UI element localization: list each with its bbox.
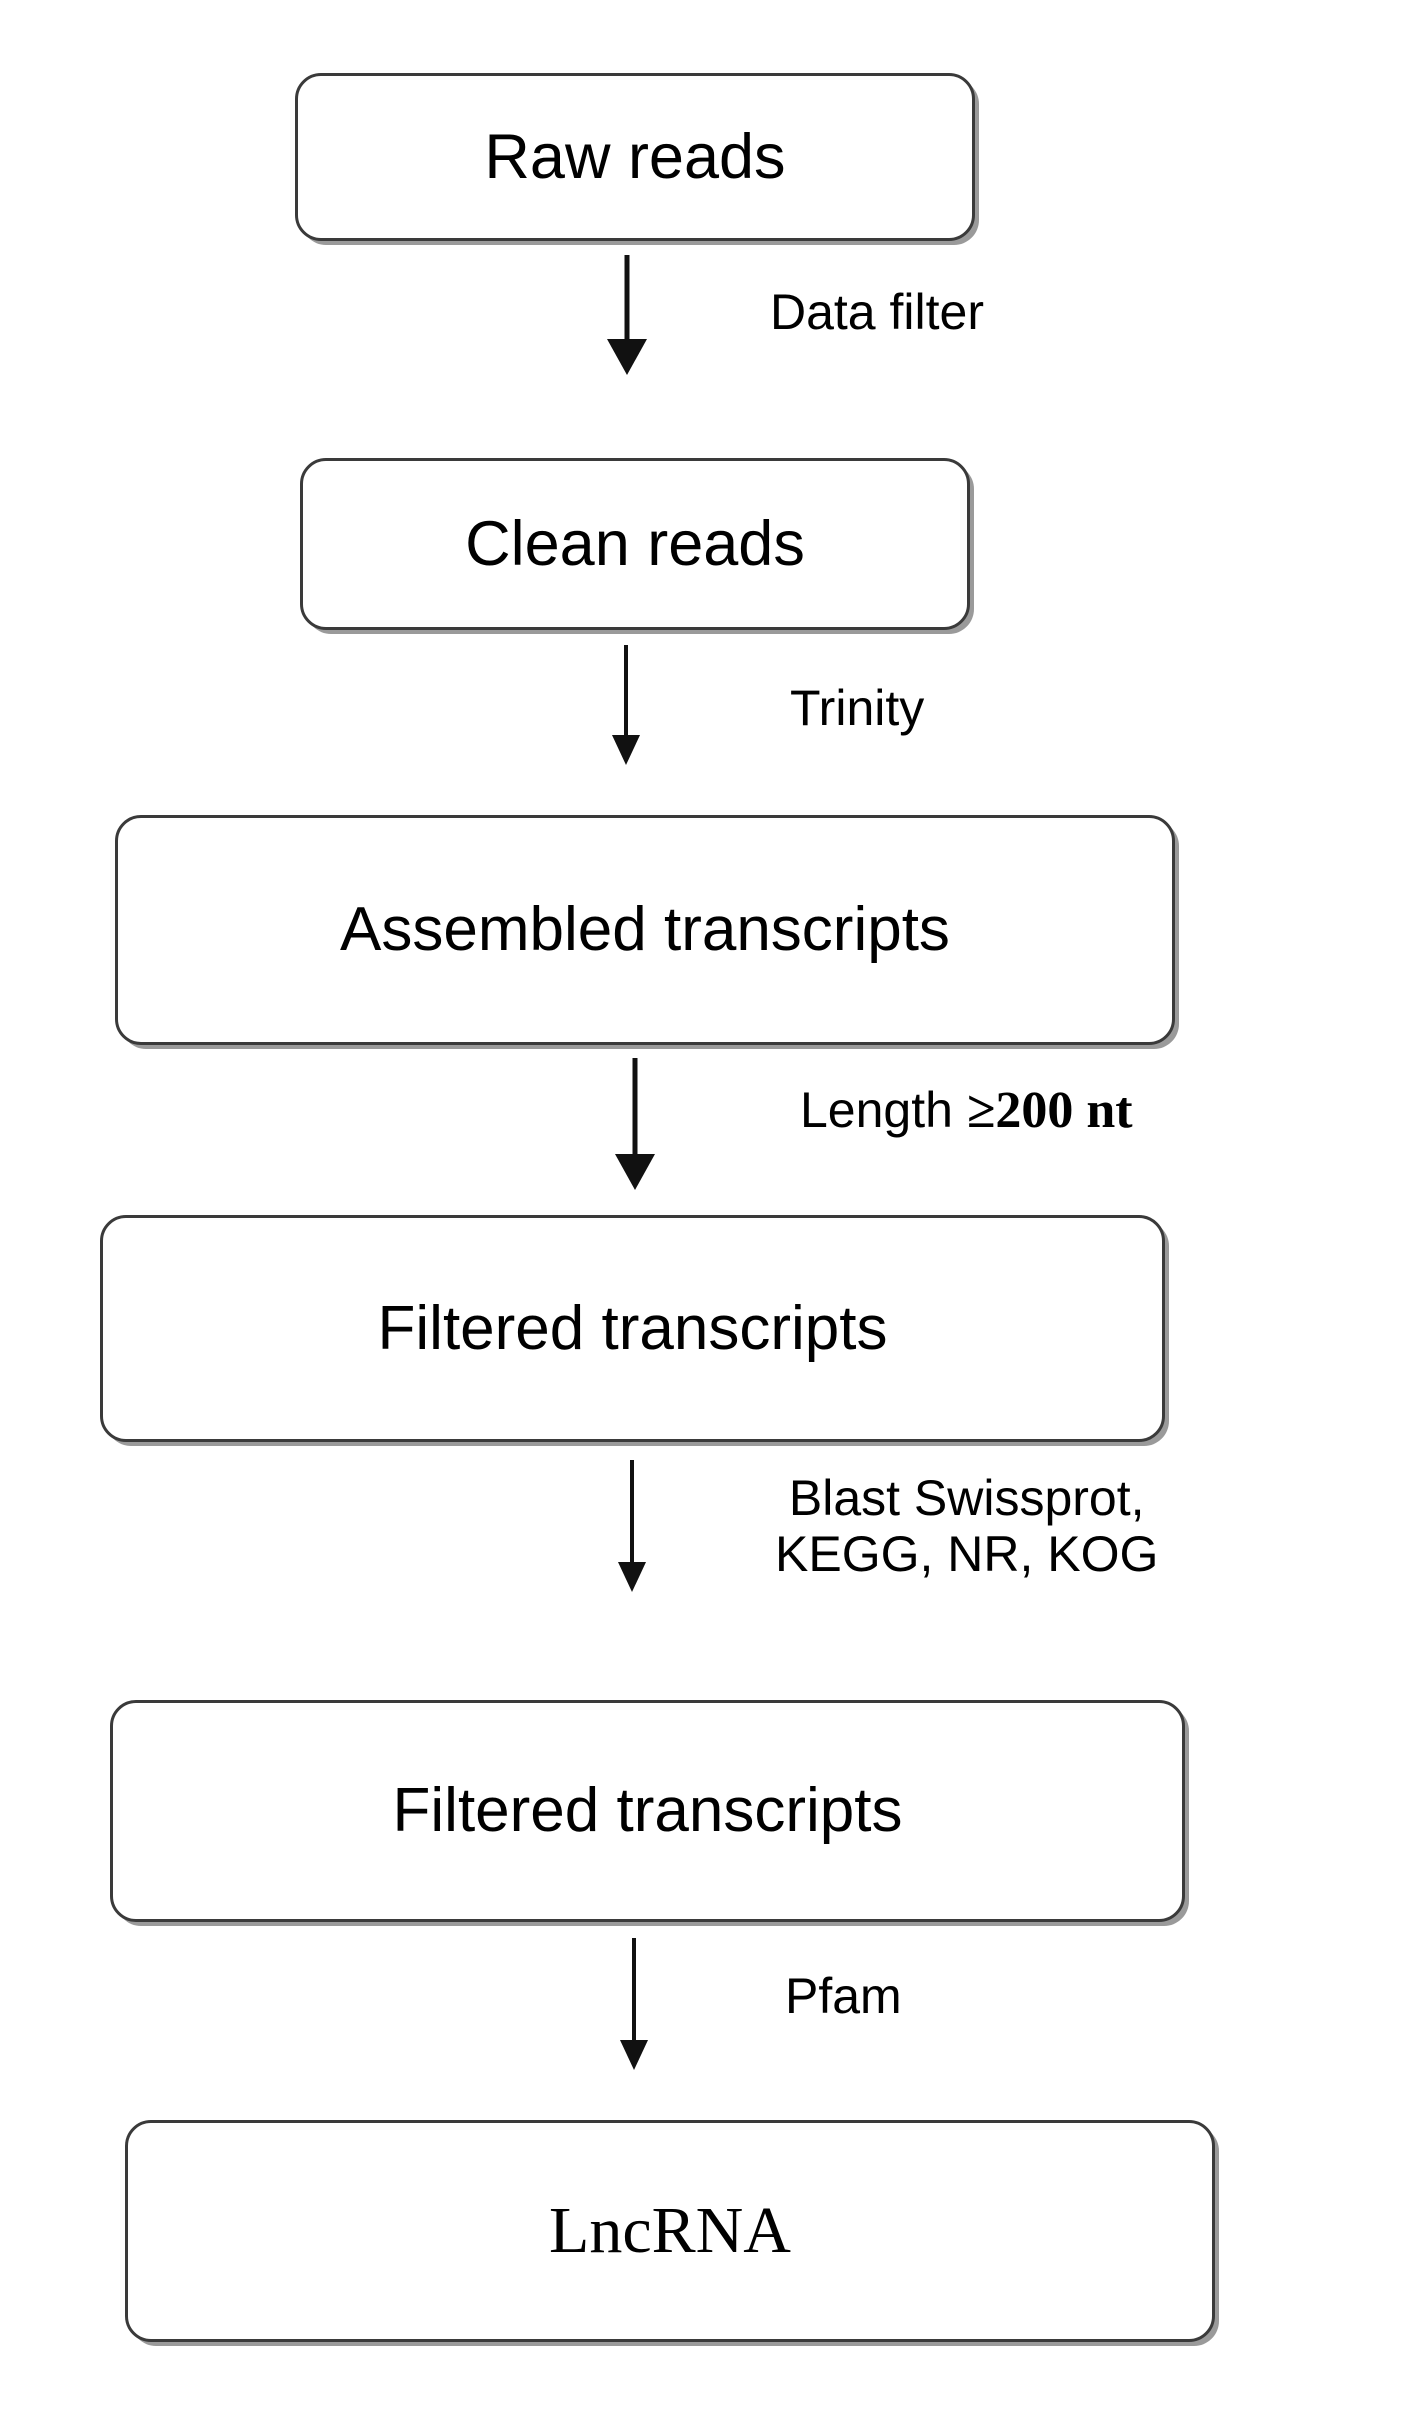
flow-node-label: Raw reads <box>484 121 786 192</box>
edge-label-length-threshold: Length ≥200 nt <box>800 1082 1133 1140</box>
flow-node-label: Filtered transcripts <box>377 1293 888 1363</box>
edge-label-blast-databases: Blast Swissprot,KEGG, NR, KOG <box>775 1470 1158 1582</box>
edge-label-pfam: Pfam <box>785 1968 902 2024</box>
arrow-head <box>615 1154 655 1190</box>
flow-node-raw-reads[interactable]: Raw reads <box>295 73 975 241</box>
edge-label-blast-line-1: Blast Swissprot, <box>788 1470 1145 1526</box>
down-arrow-icon <box>612 645 640 765</box>
flow-node-filtered-transcripts-1[interactable]: Filtered transcripts <box>100 1215 1165 1442</box>
flow-node-clean-reads[interactable]: Clean reads <box>300 458 970 630</box>
down-arrow-icon <box>620 1938 648 2070</box>
edge-label-blast-line-2: KEGG, NR, KOG <box>775 1526 1159 1582</box>
flow-node-assembled-transcripts[interactable]: Assembled transcripts <box>115 815 1175 1045</box>
arrow-shaft <box>632 1058 638 1154</box>
arrow-head <box>620 2040 648 2070</box>
arrow-shaft <box>632 1938 636 2040</box>
flow-node-label: Assembled transcripts <box>340 895 950 965</box>
down-arrow-icon <box>607 255 647 375</box>
arrow-head <box>612 735 640 765</box>
flow-node-filtered-transcripts-2[interactable]: Filtered transcripts <box>110 1700 1185 1922</box>
down-arrow-icon <box>615 1058 655 1190</box>
down-arrow-icon <box>618 1460 646 1592</box>
arrow-shaft <box>630 1460 634 1562</box>
arrow-shaft <box>624 645 628 735</box>
edge-label-length-value: ≥200 nt <box>966 1082 1133 1139</box>
edge-label-trinity: Trinity <box>790 680 925 736</box>
flow-node-label: Clean reads <box>465 508 805 579</box>
arrow-head <box>607 339 647 375</box>
arrow-shaft <box>624 255 630 339</box>
flow-node-lncrna[interactable]: LncRNA <box>125 2120 1215 2342</box>
arrow-head <box>618 1562 646 1592</box>
edge-label-data-filter: Data filter <box>770 284 984 340</box>
flow-node-label: Filtered transcripts <box>392 1776 903 1846</box>
edge-label-length-word: Length <box>800 1082 967 1138</box>
flow-node-label: LncRNA <box>549 2194 791 2268</box>
